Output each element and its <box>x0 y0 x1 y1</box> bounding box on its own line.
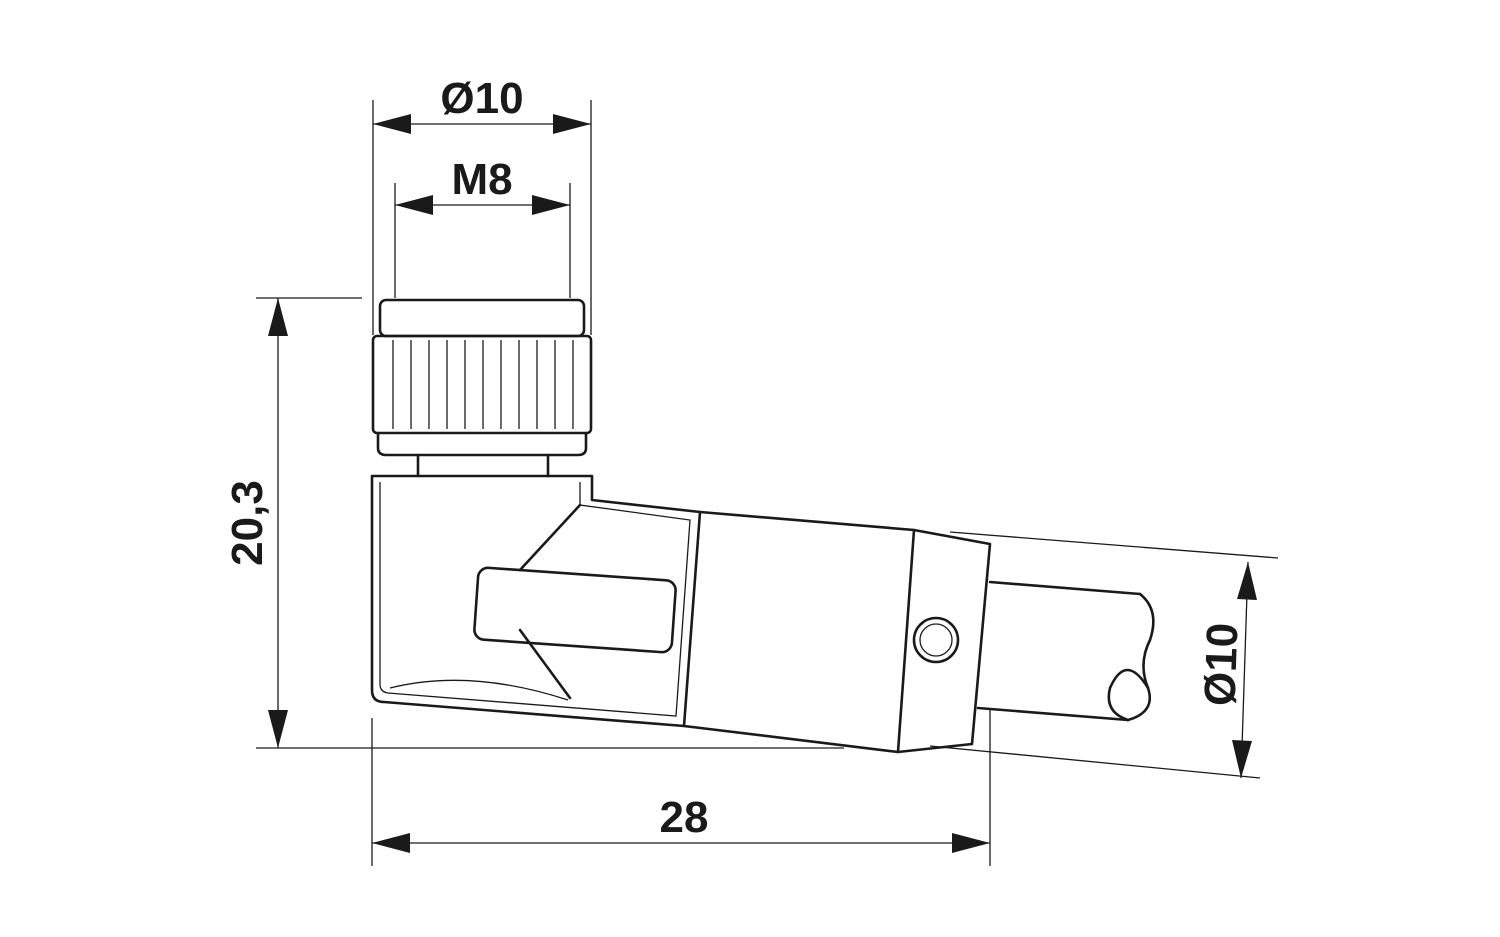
pin-hole <box>912 616 960 664</box>
coupling-nut <box>371 298 593 478</box>
grip-recess <box>473 566 677 654</box>
label-thread: M8 <box>451 155 512 204</box>
angled-housing <box>370 474 702 728</box>
dimension-height <box>268 298 288 748</box>
strain-relief <box>896 528 992 754</box>
cable <box>976 580 1155 722</box>
extension-lines <box>256 100 1279 866</box>
dimension-length <box>372 833 990 853</box>
dimension-top-diameter <box>373 114 591 134</box>
sleeve-body <box>682 510 916 754</box>
label-cable-diameter: Ø10 <box>1196 622 1248 707</box>
label-height: 20,3 <box>223 480 272 566</box>
label-length: 28 <box>660 793 709 842</box>
knurl-lines <box>392 340 574 429</box>
label-top-diameter: Ø10 <box>440 74 523 123</box>
dimension-thread <box>395 195 570 215</box>
dimension-cable-diameter <box>1232 561 1257 779</box>
